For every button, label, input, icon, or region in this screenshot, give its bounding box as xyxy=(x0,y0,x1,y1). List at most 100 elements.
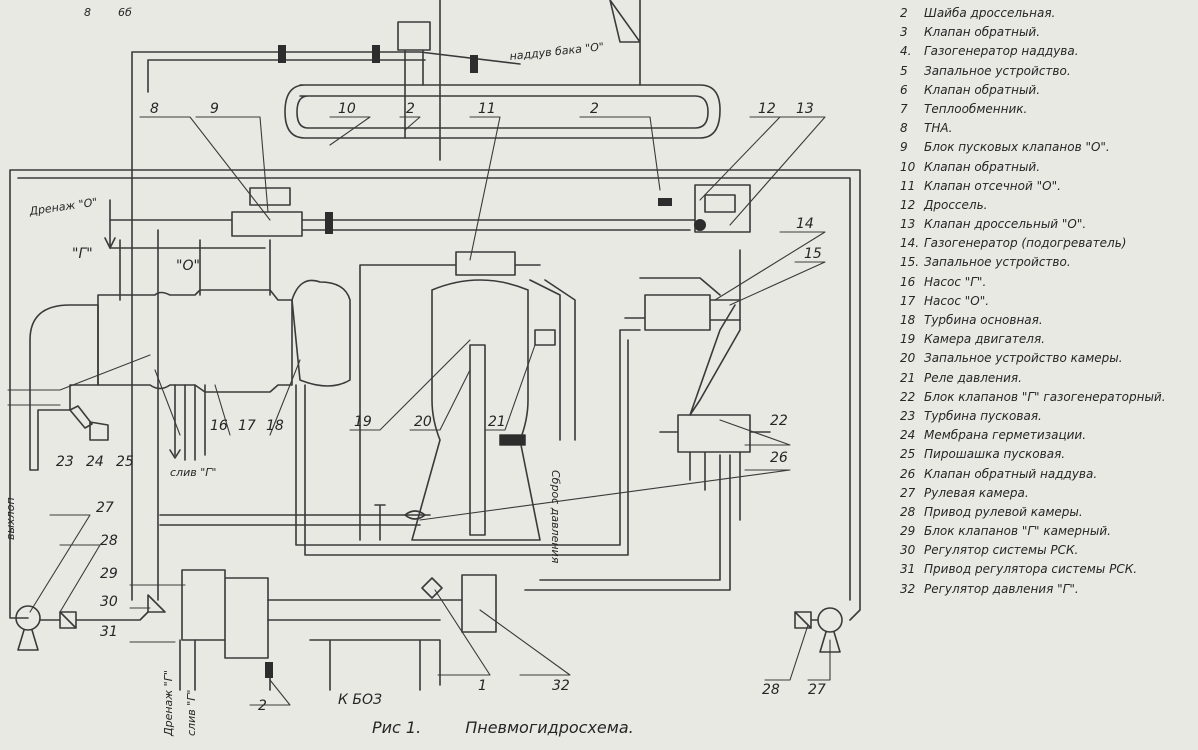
legend-number: 12 xyxy=(900,197,916,212)
shaft-lines xyxy=(109,229,271,601)
legend-text: Регулятор давления "Г". xyxy=(924,581,1079,596)
legend-number: 18 xyxy=(900,313,916,327)
label-sliv-g: слив "Г" xyxy=(170,466,216,479)
label-top-left-2: 6б xyxy=(118,6,132,19)
callout-13: 13 xyxy=(796,101,814,117)
callout-15: 15 xyxy=(804,246,822,262)
top-feed-line-2 xyxy=(147,59,426,93)
label-drenazh-o: Дренаж "О" xyxy=(28,196,99,219)
callout-12: 12 xyxy=(758,101,776,117)
orifice-washer xyxy=(278,45,286,63)
legend-text: Привод рулевой камеры. xyxy=(924,504,1083,519)
legend-text: Клапан обратный. xyxy=(924,159,1041,174)
legend-text: Клапан обратный. xyxy=(924,82,1041,97)
drain-o-arrow xyxy=(104,199,116,249)
legend-text: Запальное устройство. xyxy=(924,63,1071,78)
legend-item: 7 Теплообменник. xyxy=(900,100,1196,119)
start-valve-block-9 xyxy=(109,187,696,237)
legend-number: 6 xyxy=(900,82,908,97)
legend-number: 7 xyxy=(900,101,908,116)
label-drenazh-g: Дренаж "Г" xyxy=(162,670,175,737)
legend-text: Насос "О". xyxy=(924,293,990,308)
callout-2-bottom: 2 xyxy=(258,698,267,714)
label-ox-o: "О" xyxy=(176,258,200,274)
legend-number: 2 xyxy=(900,6,908,20)
chamber-feed-loop xyxy=(295,329,641,556)
legend-number: 21 xyxy=(900,370,916,385)
figure-number: Рис 1. xyxy=(372,718,422,737)
check-valve-26 xyxy=(374,504,426,541)
steering-drive-right xyxy=(794,611,819,629)
legend-item: 31 Привод регулятора системы РСК. xyxy=(900,560,1196,579)
callout-28-right: 28 xyxy=(762,682,780,698)
legend-number: 31 xyxy=(900,562,916,577)
orifice-washer xyxy=(265,662,273,678)
heat-exchanger-coil xyxy=(284,84,721,139)
legend-item: 6 Клапан обратный. xyxy=(900,81,1196,100)
legend-text: Клапан дроссельный "О". xyxy=(924,217,1087,232)
legend-number: 16 xyxy=(900,274,916,289)
legend-text: Привод регулятора системы РСК. xyxy=(924,562,1138,577)
callout-2-right: 2 xyxy=(590,101,599,117)
callout-32: 32 xyxy=(552,678,570,694)
start-turbine-23 xyxy=(29,304,99,471)
callout-27-right: 27 xyxy=(808,682,826,698)
legend-number: 23 xyxy=(900,408,916,423)
legend-number: 3 xyxy=(900,25,908,40)
turbine-main-18 xyxy=(291,279,351,387)
legend-item: 21 Реле давления. xyxy=(900,369,1196,388)
callout-8: 8 xyxy=(150,101,159,117)
relay-bar xyxy=(500,435,525,445)
turbopump-body xyxy=(97,289,293,393)
legend-item: 14.Газогенератор (подогреватель) xyxy=(900,234,1196,253)
legend-number: 19 xyxy=(900,332,916,347)
orifice-washer xyxy=(470,55,478,73)
steering-drive-left xyxy=(39,611,149,629)
legend-text: Реле давления. xyxy=(924,370,1022,385)
filter-1 xyxy=(421,577,443,599)
legend-number: 29 xyxy=(900,524,916,539)
legend-item: 32 Регулятор давления "Г". xyxy=(900,580,1196,599)
dark-fittings xyxy=(265,45,706,678)
main-loop-line xyxy=(9,169,861,621)
label-vykhlop: выхлоп xyxy=(4,497,17,540)
legend-item: 2 Шайба дроссельная. xyxy=(900,4,1196,23)
callout-23: 23 xyxy=(56,454,74,470)
label-sliv-g-left: слив "Г" xyxy=(185,690,198,736)
legend-text: ТНА. xyxy=(924,121,953,136)
legend-number: 27 xyxy=(900,485,916,500)
callout-24: 24 xyxy=(86,454,104,470)
frame-labels: наддув бака "О" Дренаж "О" "Г" "О" слив … xyxy=(4,6,605,737)
valve-block-22 xyxy=(524,414,771,591)
label-sbros: Сброс давления xyxy=(549,470,562,564)
throttle-valve-13 xyxy=(694,184,751,233)
orifice-washer xyxy=(658,198,672,206)
legend-number: 10 xyxy=(900,159,916,174)
legend-text: Насос "Г". xyxy=(924,274,987,289)
label-k-boz: К БОЗ xyxy=(338,692,382,708)
callout-9: 9 xyxy=(210,101,219,117)
callout-31: 31 xyxy=(100,624,118,640)
legend-number: 4. xyxy=(900,44,912,59)
label-top-left-1: 8 xyxy=(84,6,91,19)
legend-number: 11 xyxy=(900,178,916,193)
legend-text: Рулевая камера. xyxy=(924,485,1029,500)
legend-text: Шайба дроссельная. xyxy=(924,6,1056,20)
legend-text: Теплообменник. xyxy=(924,101,1028,116)
legend-number: 13 xyxy=(900,217,916,232)
legend-number: 32 xyxy=(900,581,916,596)
valve-block-29 xyxy=(181,569,269,659)
legend-number: 8 xyxy=(900,121,908,136)
callout-29: 29 xyxy=(100,566,118,582)
